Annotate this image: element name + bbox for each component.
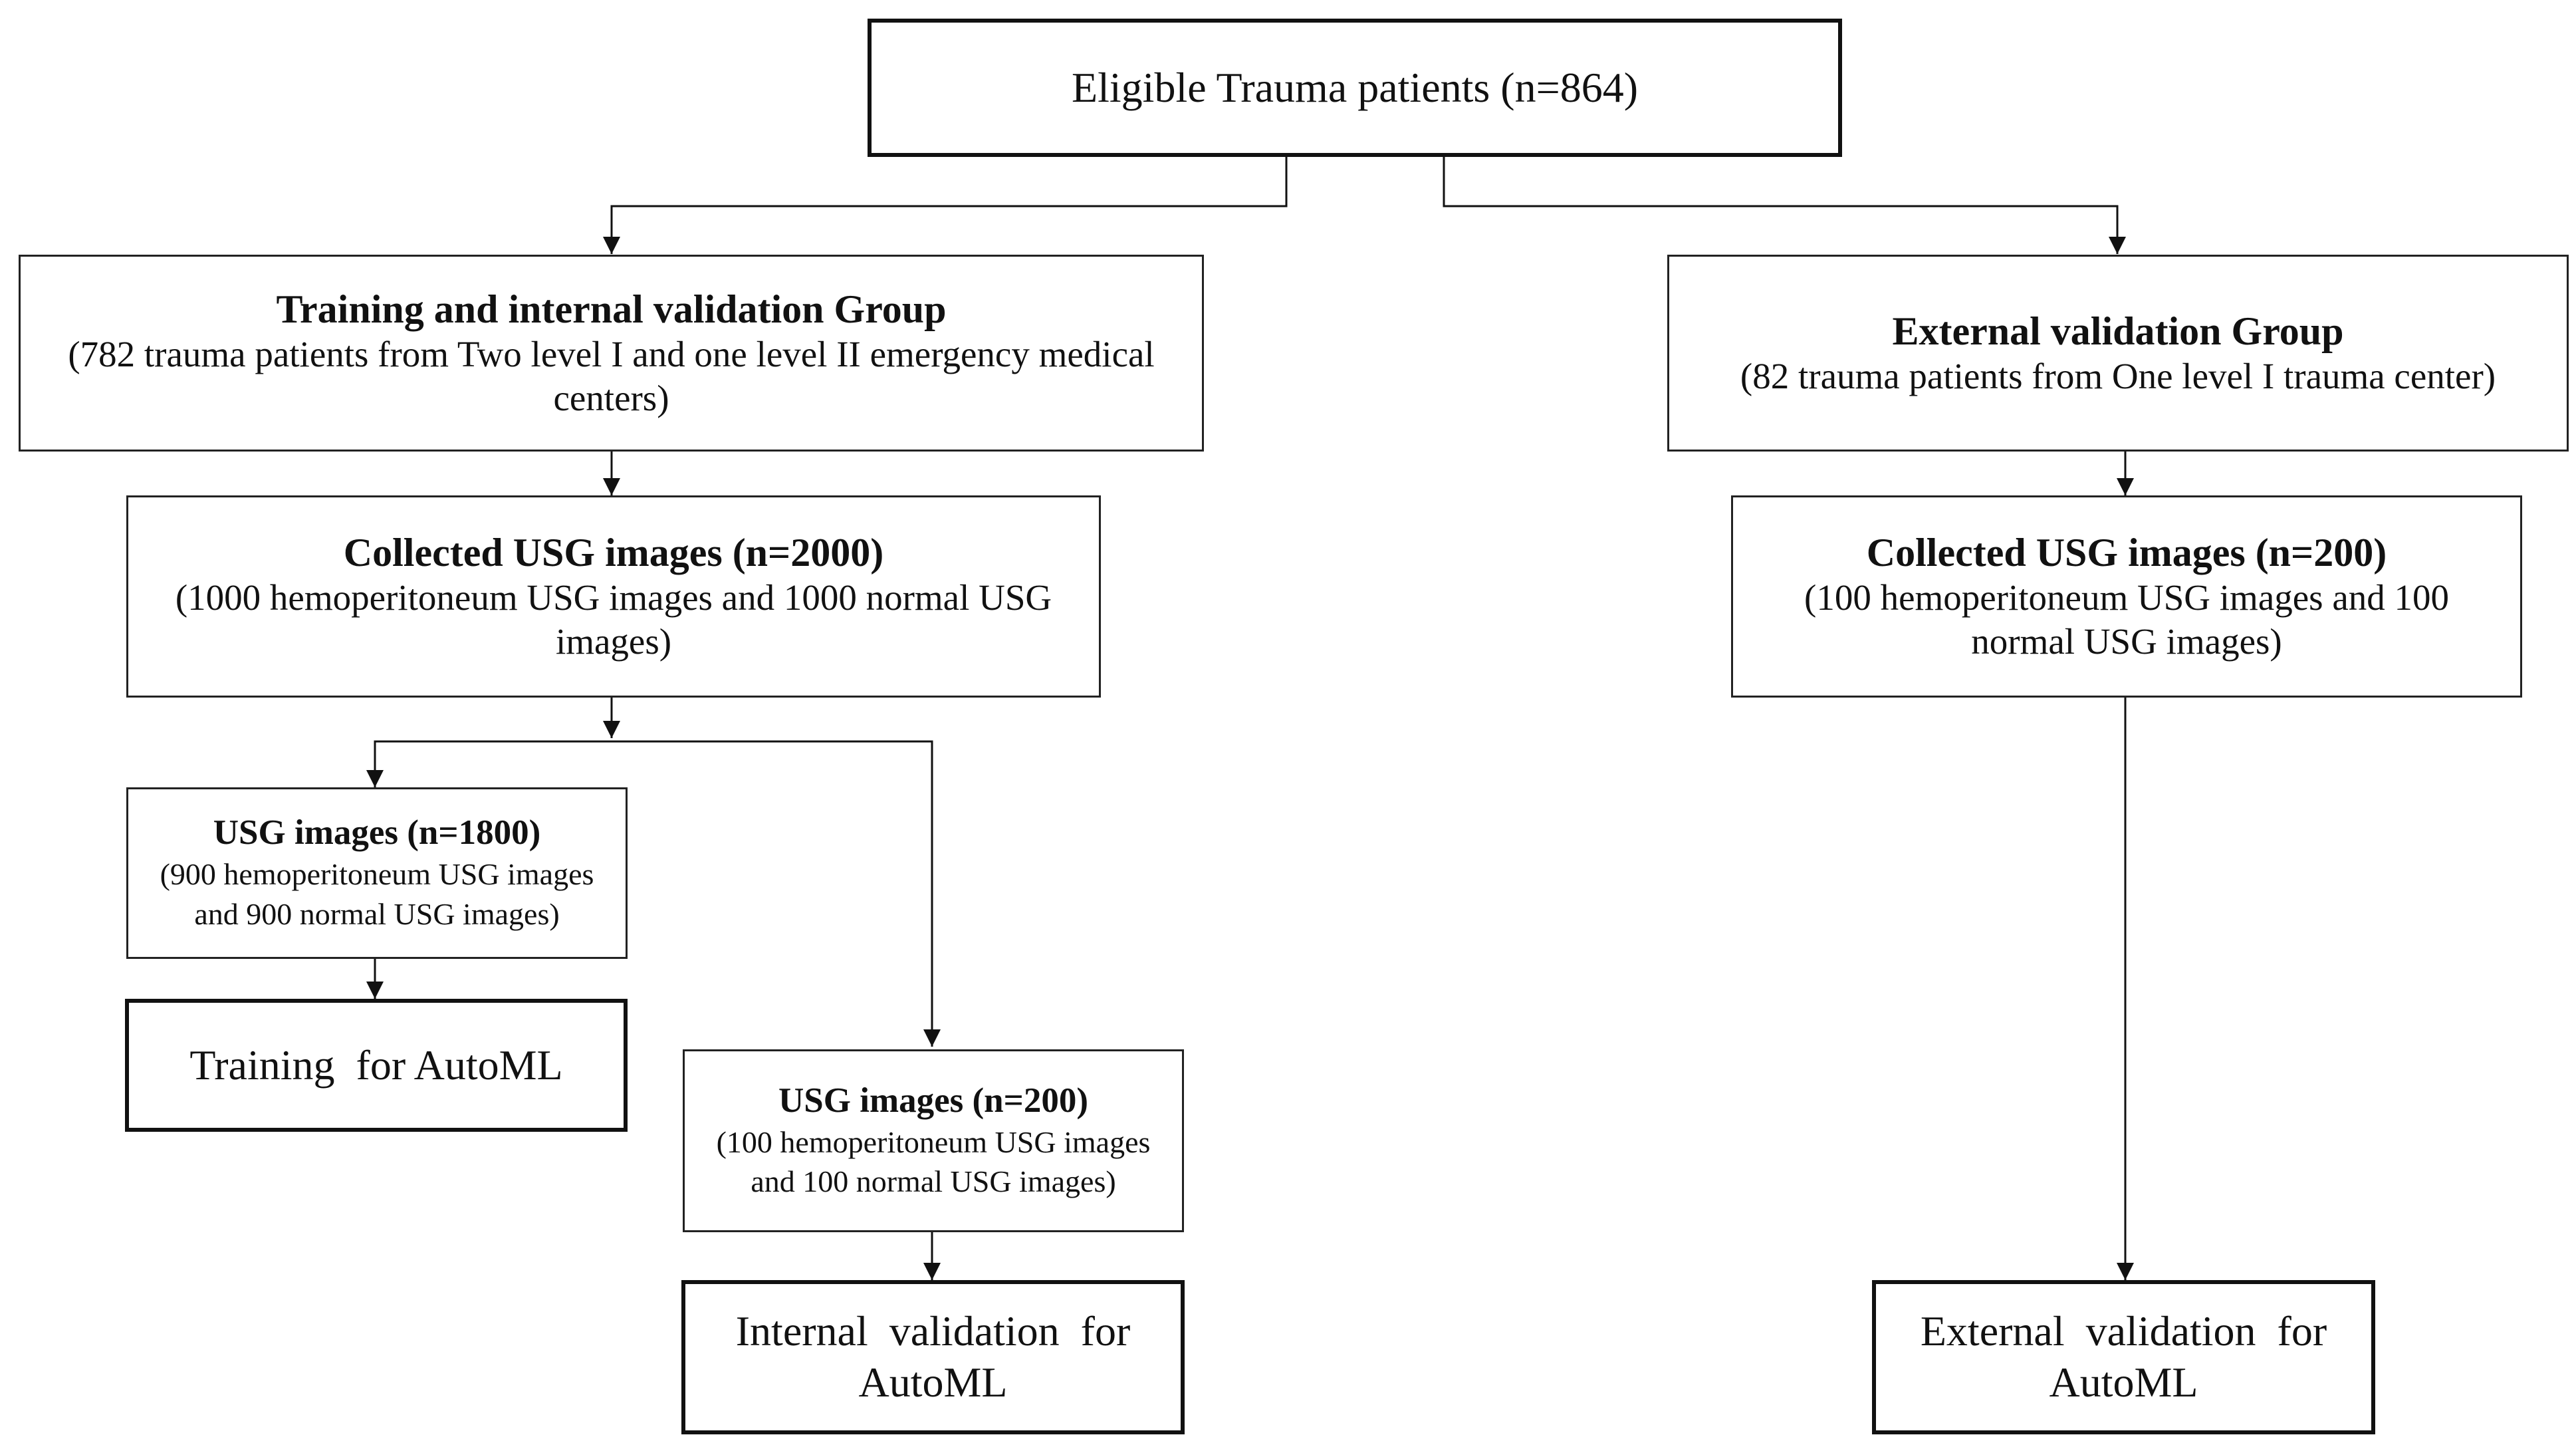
collected-usg-200-box: Collected USG images (n=200) (100 hemope…: [1731, 495, 2522, 698]
collected-usg-2000-box: Collected USG images (n=2000) (1000 hemo…: [126, 495, 1101, 698]
collected-usg-200-title: Collected USG images (n=200): [1866, 530, 2387, 575]
collected-usg-2000-subtitle: (1000 hemoperitoneum USG images and 1000…: [175, 577, 1052, 662]
usg-200-title: USG images (n=200): [778, 1081, 1088, 1120]
training-validation-group-title: Training and internal validation Group: [276, 287, 947, 331]
usg-1800-box: USG images (n=1800) (900 hemoperitoneum …: [126, 787, 628, 959]
internal-validation-box: Internal validation for AutoML: [681, 1280, 1185, 1434]
training-validation-group-box: Training and internal validation Group (…: [19, 255, 1204, 452]
usg-1800-title: USG images (n=1800): [213, 813, 541, 853]
usg-1800-subtitle: (900 hemoperitoneum USG images and 900 n…: [160, 857, 594, 931]
collected-usg-2000-title: Collected USG images (n=2000): [343, 530, 884, 575]
external-validation-box: External validation for AutoML: [1872, 1280, 2375, 1434]
external-validation-group-box: External validation Group (82 trauma pat…: [1667, 255, 2569, 452]
arrow-top-to-right-group: [1443, 157, 2126, 254]
external-validation-group-title: External validation Group: [1892, 309, 2344, 353]
external-validation-text: External validation for AutoML: [1920, 1307, 2335, 1406]
training-validation-group-subtitle: (782 trauma patients from Two level I an…: [68, 334, 1155, 419]
internal-validation-text: Internal validation for AutoML: [735, 1307, 1139, 1406]
usg-200-box: USG images (n=200) (100 hemoperitoneum U…: [683, 1049, 1184, 1232]
arrow-top-to-left-group: [603, 157, 1288, 254]
eligible-patients-box: Eligible Trauma patients (n=864): [868, 19, 1842, 157]
arrow-split-to-val: [612, 740, 941, 1047]
collected-usg-200-subtitle: (100 hemoperitoneum USG images and 100 n…: [1804, 577, 2449, 662]
external-validation-group-subtitle: (82 trauma patients from One level I tra…: [1740, 356, 2496, 397]
training-automl-text: Training for AutoML: [189, 1041, 563, 1089]
usg-200-subtitle: (100 hemoperitoneum USG images and 100 n…: [716, 1124, 1151, 1199]
eligible-patients-text: Eligible Trauma patients (n=864): [1072, 63, 1638, 111]
training-automl-box: Training for AutoML: [125, 999, 628, 1132]
arrow-split-to-train: [366, 740, 612, 787]
